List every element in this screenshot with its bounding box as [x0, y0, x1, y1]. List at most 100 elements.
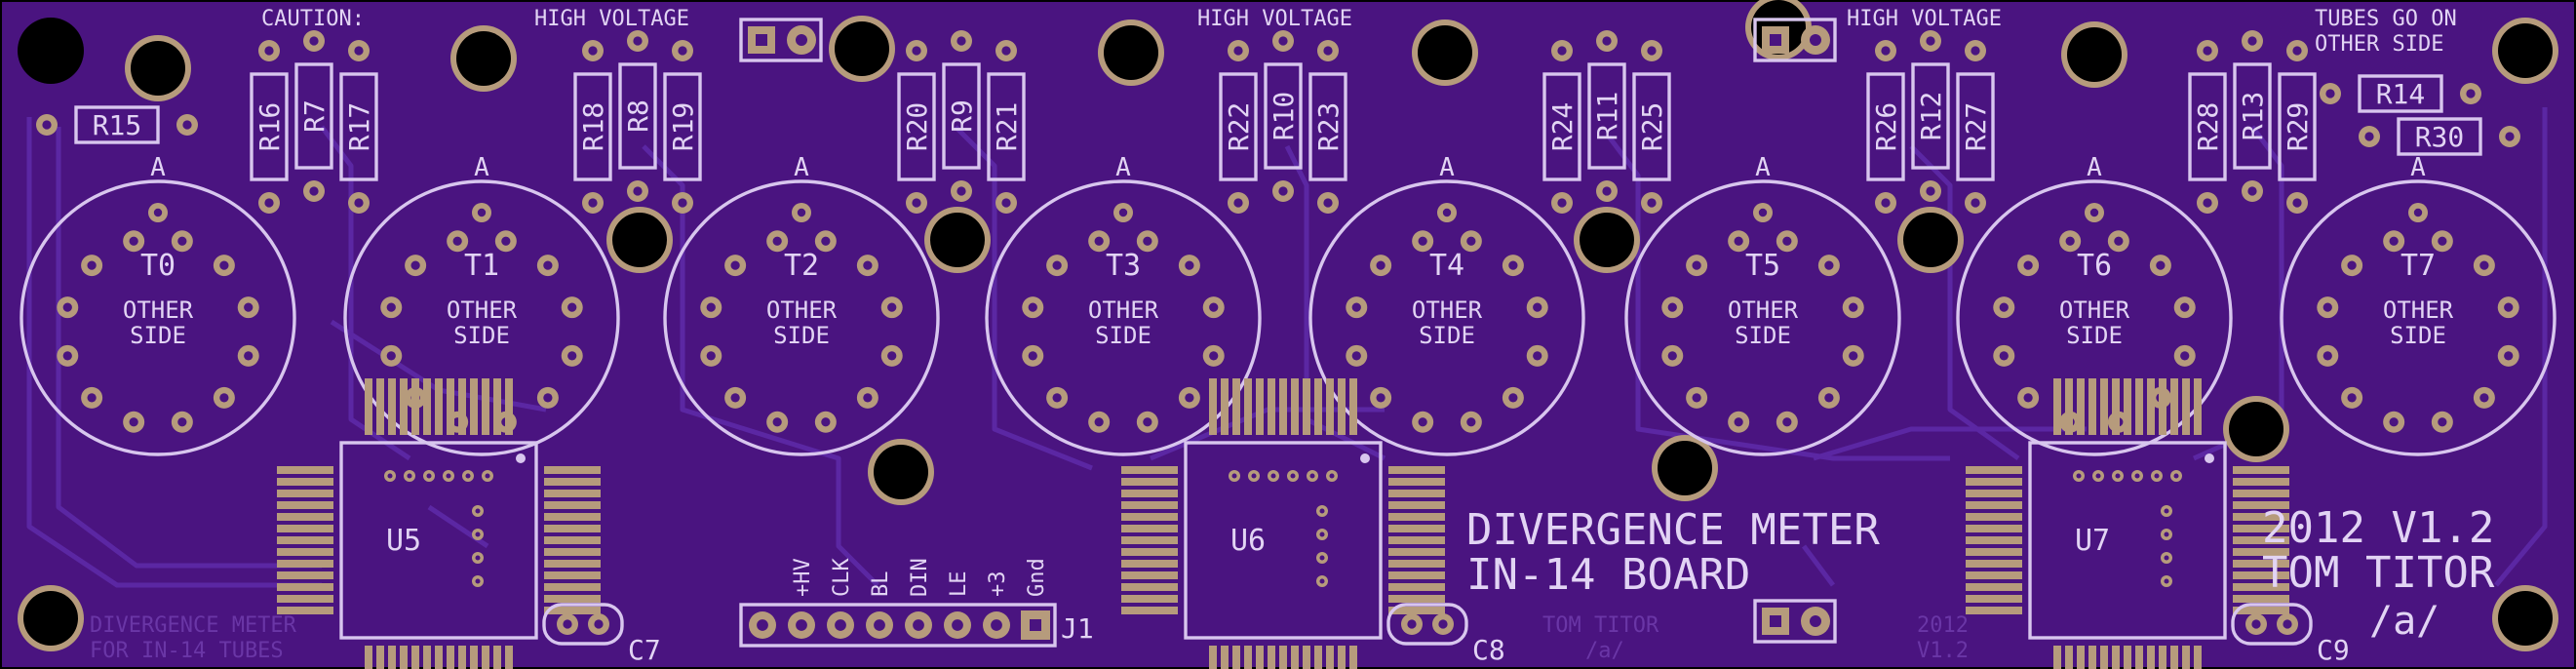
chip-u7-lead-left-3	[1966, 490, 2022, 497]
chip-u6-lead-top-9	[1303, 378, 1310, 435]
chip-u5-lead-left-1	[277, 466, 333, 474]
hv-header-2-outline	[1753, 18, 1837, 62]
resistor-r24-outline	[1542, 72, 1581, 181]
chip-u7-pin1-mark	[2205, 453, 2214, 463]
copper-trace-6	[1284, 144, 1386, 461]
j1-pin-label-4: DIN	[908, 558, 932, 597]
tube-t7-note-line-1: OTHER	[2383, 296, 2454, 324]
chip-u5-lead-bottom-13	[505, 646, 513, 669]
tube-t1-outline	[343, 179, 620, 456]
resistor-r12-label: R12	[1915, 92, 1947, 141]
tube-t7-anode-label: A	[2410, 153, 2426, 182]
resistor-r22-outline	[1219, 72, 1258, 181]
chip-u6-lead-right-12	[1388, 595, 1445, 603]
chip-u5-lead-bottom-9	[458, 646, 466, 669]
chip-u6-lead-right-4	[1388, 501, 1445, 509]
chip-u7-label: U7	[2075, 524, 2110, 558]
tube-t4-pin-3-drill	[1533, 302, 1542, 312]
chip-u7-via-r-1-drill	[2164, 508, 2169, 514]
tube-t5-pin-11-drill	[1692, 260, 1701, 270]
tube-t7-label: T7	[2400, 249, 2436, 283]
chip-u6-lead-right-6	[1388, 525, 1445, 532]
chip-u5-lead-bottom-5	[411, 646, 419, 669]
resistor-r11-pad-top-drill	[1602, 36, 1612, 46]
chip-u7-lead-top-4	[2088, 378, 2096, 435]
resistor-r20-label: R20	[901, 102, 933, 152]
tube-t3-outline	[985, 179, 1262, 456]
tube-t3-note-line-1: OTHER	[1088, 296, 1159, 324]
resistor-r7: R7	[294, 30, 333, 202]
resistor-r17-pad-top-drill	[354, 46, 364, 56]
chip-u5-lead-right-10	[544, 571, 601, 579]
tube-t7-pin-7-drill	[2389, 417, 2399, 427]
resistor-r17-pad-bottom-drill	[354, 198, 364, 208]
tube-t1-pin-2-drill	[543, 260, 553, 270]
chip-u5-lead-bottom-10	[470, 646, 478, 669]
chip-u7-lead-left-1	[1966, 466, 2022, 474]
capacitor-c7: C7	[542, 603, 661, 666]
chip-u5-lead-left-3	[277, 490, 333, 497]
resistor-r8: R8	[618, 30, 657, 202]
tube-t0-note-line-1: OTHER	[123, 296, 194, 324]
tube-t7-anode-pad-drill	[2413, 208, 2423, 217]
tube-t2-pin-5-drill	[863, 393, 873, 403]
copper-trace-7	[1607, 135, 1950, 461]
tube-t4-anode-label: A	[1439, 153, 1455, 182]
capacitor-c8: C8	[1386, 603, 1505, 666]
tube-t2-anode-label: A	[794, 153, 809, 182]
lv-header-pin-2-drill	[1810, 615, 1821, 627]
chip-u5-lead-top-3	[388, 378, 396, 435]
resistor-r27-pad-bottom-drill	[1971, 198, 1980, 208]
chip-u7-lead-bottom-10	[2159, 646, 2166, 669]
chip-u5-lead-left-4	[277, 501, 333, 509]
resistor-r9: R9	[942, 30, 981, 202]
resistor-r16-pad-bottom-drill	[264, 198, 274, 208]
tube-t7-pin-5-drill	[2479, 393, 2489, 403]
chip-u6-lead-bottom-2	[1221, 646, 1229, 669]
capacitor-c9-outline	[2231, 603, 2313, 646]
resistor-r13-pad-bottom-drill	[2247, 186, 2257, 196]
resistor-r13-outline	[2233, 62, 2272, 170]
chip-u6-lead-top-7	[1279, 378, 1287, 435]
tube-t0-pin-5-drill	[219, 393, 229, 403]
tube-t3-anode-pad-drill	[1118, 208, 1128, 217]
copper-trace-5	[954, 125, 1093, 471]
tube-t4-pin-2-drill	[1508, 260, 1518, 270]
tube-t3-pin-2-drill	[1185, 260, 1194, 270]
chip-u7-lead-right-1	[2233, 466, 2289, 474]
resistor-r16-outline	[250, 72, 289, 181]
chip-u6-via-1-drill	[1231, 473, 1237, 479]
resistor-r27: R27	[1956, 40, 1995, 214]
tube-t2-pin-1-drill	[821, 236, 831, 246]
chip-u5-lead-top-11	[482, 378, 489, 435]
resistor-r15-label: R15	[93, 109, 142, 141]
tube-t2-pin-9-drill	[706, 351, 716, 361]
tube-t4-pin-5-drill	[1508, 393, 1518, 403]
chip-u6-lead-top-3	[1232, 378, 1240, 435]
tube-t3-pin-5-drill	[1185, 393, 1194, 403]
chip-u7-lead-left-10	[1966, 571, 2022, 579]
chip-u6-lead-left-4	[1121, 501, 1178, 509]
tube-t0-pin-7-drill	[129, 417, 138, 427]
resistor-r24-label: R24	[1546, 102, 1579, 152]
version-line-2: TOM TITOR	[2262, 548, 2495, 598]
resistor-r23-label: R23	[1312, 102, 1345, 152]
tube-t3-pin-1-drill	[1143, 236, 1152, 246]
resistor-r19-pad-top-drill	[678, 46, 687, 56]
chip-u6-lead-bottom-13	[1349, 646, 1357, 669]
chip-u5-lead-right-9	[544, 560, 601, 568]
resistor-r14-pad-right-drill	[2466, 89, 2476, 98]
chip-u5-lead-right-5	[544, 513, 601, 521]
chip-u7-lead-left-11	[1966, 583, 2022, 591]
j1-pin-label-2: CLK	[830, 558, 854, 597]
resistor-r8-label: R8	[622, 99, 654, 133]
chip-u6-lead-top-12	[1338, 378, 1346, 435]
tube-t7-pin-3-drill	[2504, 302, 2514, 312]
chip-u6-via-r-2-drill	[1319, 531, 1325, 537]
resistor-r8-pad-top-drill	[633, 36, 643, 46]
copper-trace-10	[2494, 107, 2548, 587]
tube-t7-pin-1-drill	[2438, 236, 2447, 246]
chip-u6-lead-bottom-1	[1209, 646, 1217, 669]
